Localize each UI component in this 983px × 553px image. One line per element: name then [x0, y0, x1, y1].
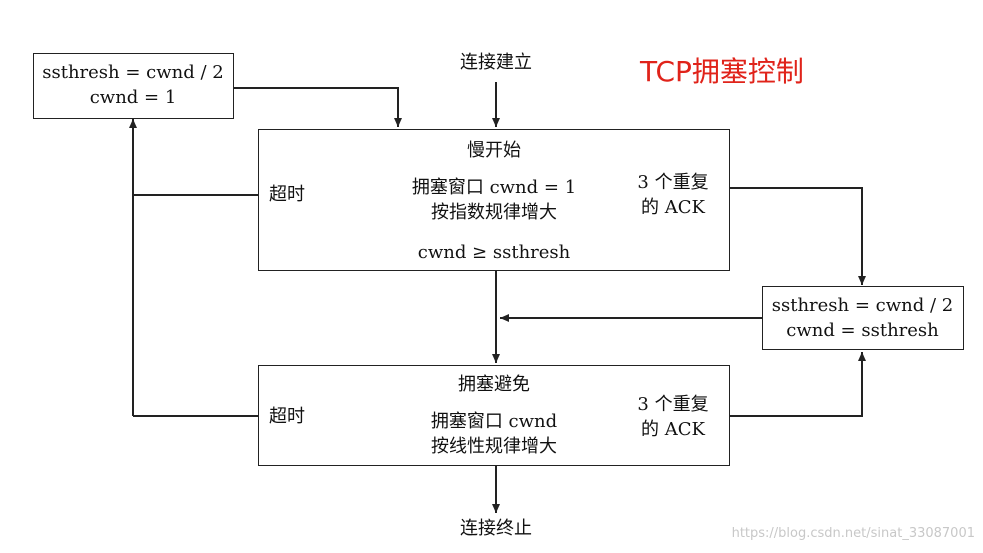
- timeout-box-line1: ssthresh = cwnd / 2: [42, 62, 224, 83]
- slow-start-dupack-line1: 3 个重复: [637, 172, 709, 193]
- slow-start-title: 慢开始: [467, 140, 521, 161]
- slow-start-line1: 拥塞窗口 cwnd = 1: [411, 177, 577, 198]
- end-label: 连接终止: [460, 518, 532, 539]
- arrow-timeout-box-to-slow-start: [234, 87, 402, 127]
- slow-start-timeout-label: 超时: [269, 184, 305, 205]
- avoidance-timeout-label: 超时: [269, 406, 305, 427]
- slow-start-line2: 按指数规律增大: [431, 202, 557, 223]
- slow-start-box: 慢开始 超时 拥塞窗口 cwnd = 1 按指数规律增大 cwnd ≥ ssth…: [258, 129, 730, 271]
- avoidance-line2: 按线性规律增大: [431, 436, 557, 457]
- fast-box-line2: cwnd = ssthresh: [786, 320, 939, 341]
- watermark-url: https://blog.csdn.net/sinat_33087001: [731, 526, 975, 541]
- avoidance-line1: 拥塞窗口 cwnd: [430, 411, 558, 432]
- start-label: 连接建立: [460, 52, 532, 73]
- avoidance-dupack-line1: 3 个重复: [637, 394, 709, 415]
- fast-ssthresh-box: ssthresh = cwnd / 2 cwnd = ssthresh: [762, 286, 964, 350]
- avoidance-title: 拥塞避免: [458, 374, 530, 395]
- timeout-ssthresh-box: ssthresh = cwnd / 2 cwnd = 1: [33, 53, 234, 119]
- slow-start-threshold: cwnd ≥ ssthresh: [417, 242, 571, 263]
- slow-start-dupack-line2: 的 ACK: [641, 197, 705, 218]
- diagram-title: TCP拥塞控制: [640, 55, 804, 88]
- congestion-avoidance-box: 拥塞避免 超时 拥塞窗口 cwnd 按线性规律增大 3 个重复 的 ACK: [258, 365, 730, 466]
- arrow-avoidance-dupack-to-fast-box: [730, 352, 866, 417]
- avoidance-dupack-line2: 的 ACK: [641, 419, 705, 440]
- fast-box-line1: ssthresh = cwnd / 2: [771, 295, 954, 316]
- timeout-box-line2: cwnd = 1: [89, 87, 177, 108]
- arrow-slow-start-dupack-to-fast-box: [730, 187, 866, 285]
